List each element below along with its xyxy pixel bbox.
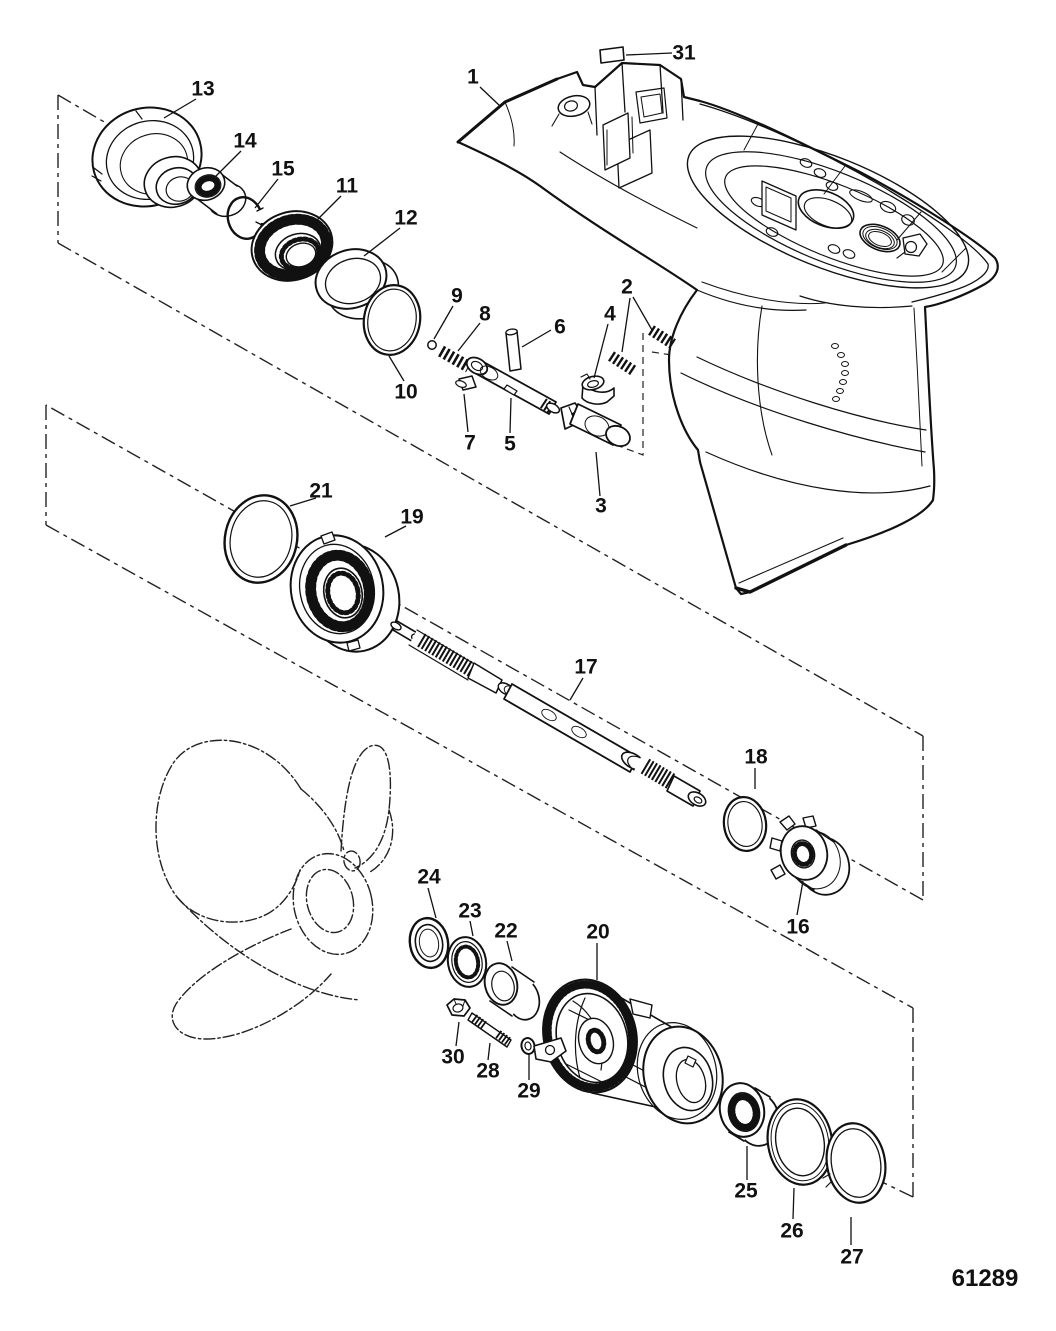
callout-13: 13 [191,78,214,101]
callout-11: 11 [336,175,359,198]
part-27-ring-drawing [822,1122,887,1204]
part-15-retaining-ring-drawing [226,196,266,240]
drawing-number: 61289 [952,1265,1019,1292]
part-4-shift-cam-drawing [580,373,615,405]
callout-20: 20 [586,921,609,944]
callout-16: 16 [786,916,809,939]
callout-30: 30 [441,1046,464,1069]
part-23-seal-drawing [446,936,488,988]
callout-2: 2 [621,276,633,299]
callout-leader-12 [363,227,401,257]
callout-12: 12 [394,207,417,230]
callout-leader-13 [163,98,197,119]
housing-small-holes [750,158,915,259]
part-31-plate-drawing [599,46,625,64]
part-2-springs-drawing [607,325,676,376]
callout-10: 10 [394,381,417,404]
callout-31: 31 [672,42,696,65]
callout-leader-11 [314,195,342,223]
callout-21: 21 [309,480,333,503]
callout-7: 7 [464,432,476,455]
callout-leader-19 [384,525,407,538]
callout-23: 23 [458,900,481,923]
callout-26: 26 [780,1220,803,1243]
callout-leader-6 [521,329,552,348]
part-21-o-ring-drawing [223,494,299,584]
water-intake-holes [831,343,849,402]
callout-leader-10 [388,355,405,382]
callout-leader-26 [792,1187,795,1220]
part-6-pin-drawing [505,328,522,372]
propeller-reference-drawing [155,739,394,1040]
callout-5: 5 [504,433,516,456]
callout-leader-31 [625,52,673,56]
part-26-ring-drawing [766,1098,834,1186]
part-25-needle-bearing-drawing [718,1082,781,1147]
part-28-stud-drawing [467,1012,512,1048]
callout-17: 17 [574,656,597,679]
callout-28: 28 [476,1060,500,1083]
callout-27: 27 [840,1246,863,1269]
callout-leader-2 [632,296,653,331]
part-5-shift-shaft-drawing [465,356,561,415]
callout-leader-3 [595,451,601,497]
callout-leader-21 [289,497,317,507]
part-7-pin-drawing [455,375,477,391]
callout-leader-15 [254,178,279,209]
part-14-needle-bearing-drawing [186,166,247,218]
callout-leader-23 [469,920,474,937]
callout-25: 25 [734,1180,758,1203]
part-29-washer-drawing [520,1037,536,1055]
callout-leader-7 [463,393,469,433]
callout-leader-4 [593,323,609,379]
callout-29: 29 [517,1080,540,1103]
callout-leader-5 [509,397,512,434]
part-19-forward-gear-drawing [289,531,401,653]
callout-8: 8 [479,303,491,326]
callout-22: 22 [494,920,517,943]
part-24-seal-drawing [408,916,450,970]
callout-9: 9 [451,285,463,308]
callout-leader-8 [457,322,481,352]
housing-mount-bracket [594,62,684,189]
part-16-clutch-dog-drawing [769,815,851,896]
callout-leader-17 [569,677,584,701]
part-30-nut-drawing [446,998,471,1017]
part-11-tapered-bearing-drawing [250,210,334,282]
callout-leader-24 [427,887,437,919]
part-8-spring-drawing [438,345,472,373]
callout-leader-14 [213,150,242,179]
part-17-propeller-shaft-drawing [390,620,707,807]
callout-24: 24 [417,866,441,889]
callout-14: 14 [233,130,257,153]
callout-15: 15 [271,158,295,181]
part-22-bushing-drawing [483,962,541,1021]
callout-4: 4 [604,303,616,326]
part-10-o-ring-drawing [362,284,422,356]
part-3-shift-actuator-drawing [560,402,631,448]
part-18-ring-drawing [722,796,768,852]
part-20-bearing-carrier-drawing [533,978,724,1125]
callout-leader-30 [455,1021,460,1047]
callout-18: 18 [744,746,768,769]
part-13-bearing-cap-drawing [91,106,203,209]
callout-3: 3 [595,495,607,518]
callout-leader-16 [796,880,804,916]
part-9-ball-drawing [427,340,437,350]
callout-layer: 1234567891011121314151617181920212223242… [163,42,864,1269]
callout-leader-1 [479,86,501,107]
part-1-gear-housing-drawing [456,61,999,596]
callout-leader-2 [621,297,631,353]
callout-6: 6 [554,316,566,339]
callout-leader-28 [487,1042,491,1061]
callout-19: 19 [400,506,423,529]
callout-leader-22 [506,940,513,962]
callout-leader-9 [433,305,454,340]
callout-1: 1 [467,66,479,89]
